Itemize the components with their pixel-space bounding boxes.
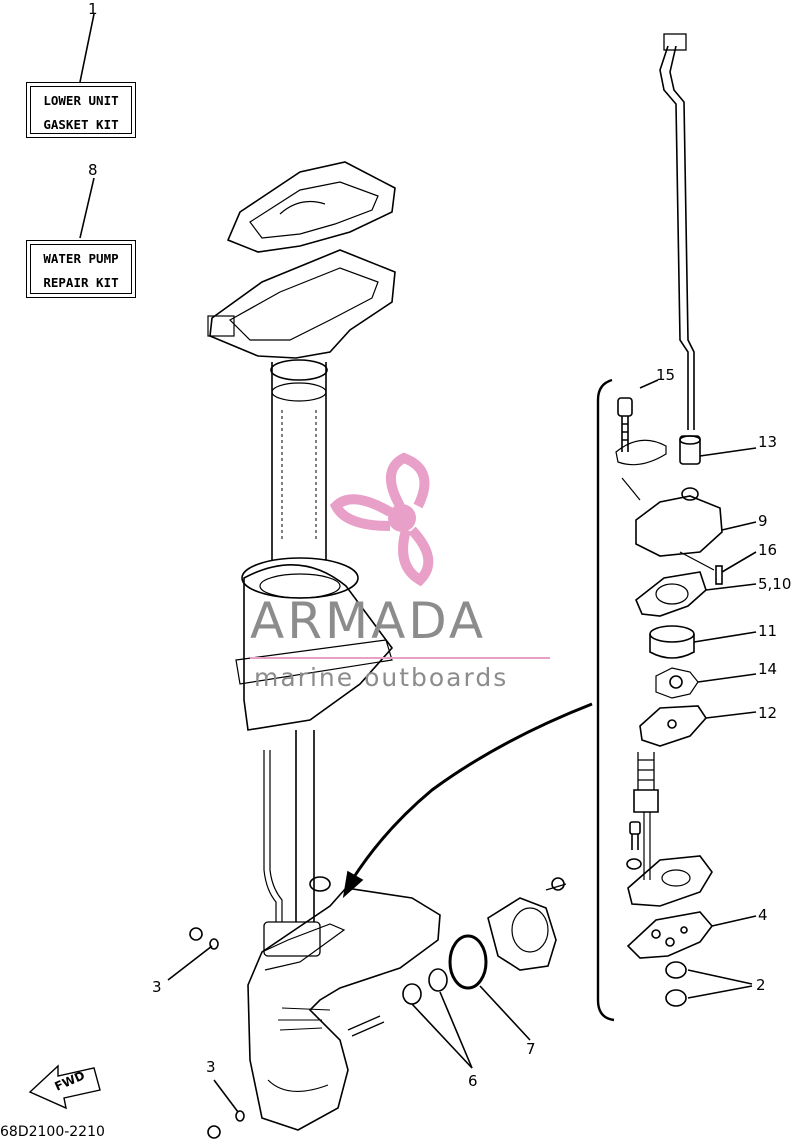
callout-8: 8 [88, 161, 98, 179]
leader-line-3b [213, 1079, 239, 1113]
drive-shaft [295, 730, 315, 922]
water-pump-group-bracket [596, 378, 615, 1022]
callout-12: 12 [758, 704, 778, 722]
callout-1: 1 [88, 0, 98, 18]
leader-line-kit-1 [79, 13, 95, 83]
bolt-upper-left [189, 927, 203, 941]
part-6-washer-b [428, 968, 448, 992]
callout-2: 2 [756, 976, 766, 994]
callout-4: 4 [758, 906, 768, 924]
armada-propeller-logo [329, 452, 434, 587]
callout-13: 13 [758, 433, 778, 451]
callout-3-lower: 3 [206, 1058, 216, 1076]
leader-line-6a [411, 1003, 473, 1069]
watermark-subtitle: marine outboards [254, 663, 509, 692]
water-tube [263, 750, 283, 922]
part-7-o-ring [448, 934, 488, 990]
callout-16: 16 [758, 541, 778, 559]
leader-line-kit-8 [79, 177, 95, 239]
bearing-carrier [487, 897, 557, 971]
watermark-title: ARMADA [250, 592, 487, 650]
part-11-insert-cup [649, 625, 695, 643]
kit-box-water-pump-line1: WATER PUMP [43, 251, 119, 266]
leader-line-3a [167, 945, 213, 981]
callout-15: 15 [656, 366, 676, 384]
callout-5-10: 5,10 [758, 575, 792, 593]
callout-9: 9 [758, 512, 768, 530]
kit-box-lower-unit: LOWER UNIT GASKET KIT [26, 82, 136, 138]
part-2-seal-a [665, 961, 687, 979]
armada-logo-hub [388, 504, 416, 532]
fwd-arrow-icon [28, 1064, 101, 1110]
assembly-arrow [350, 702, 593, 881]
kit-box-water-pump-line2: REPAIR KIT [43, 275, 119, 290]
part-code: 68D2100-2210 [0, 1124, 105, 1140]
upper-gasket [226, 161, 396, 253]
part-15-bolt [617, 397, 633, 417]
bolt-lower-left [207, 1125, 221, 1139]
part-9-pump-housing [635, 495, 723, 557]
pump-base-plate [627, 855, 713, 907]
callout-3-upper: 3 [152, 978, 162, 996]
leader-line-7 [479, 985, 531, 1041]
drive-shaft-housing [271, 362, 327, 560]
anti-ventilation-plate [243, 563, 394, 731]
callout-6: 6 [468, 1072, 478, 1090]
callout-7: 7 [526, 1040, 536, 1058]
part-16-dowel-pin [715, 565, 723, 585]
kit-box-lower-unit-line2: GASKET KIT [43, 117, 119, 132]
kit-box-lower-unit-line1: LOWER UNIT [43, 93, 119, 108]
part-14-impeller [655, 667, 699, 699]
callout-11: 11 [758, 622, 778, 640]
leader-line-6b [439, 991, 473, 1069]
part-13-grommet [679, 435, 701, 465]
part-12-plate [639, 705, 708, 747]
part-2-seal-b [665, 989, 687, 1007]
part-5-10-gasket [635, 571, 707, 617]
gearcase [247, 887, 441, 1131]
mounting-plate [209, 249, 396, 359]
part-4-gasket [626, 911, 714, 959]
callout-14: 14 [758, 660, 778, 678]
water-tube-upper [659, 45, 695, 430]
part-6-washer-a [402, 983, 422, 1005]
kit-box-water-pump: WATER PUMP REPAIR KIT [26, 240, 136, 298]
